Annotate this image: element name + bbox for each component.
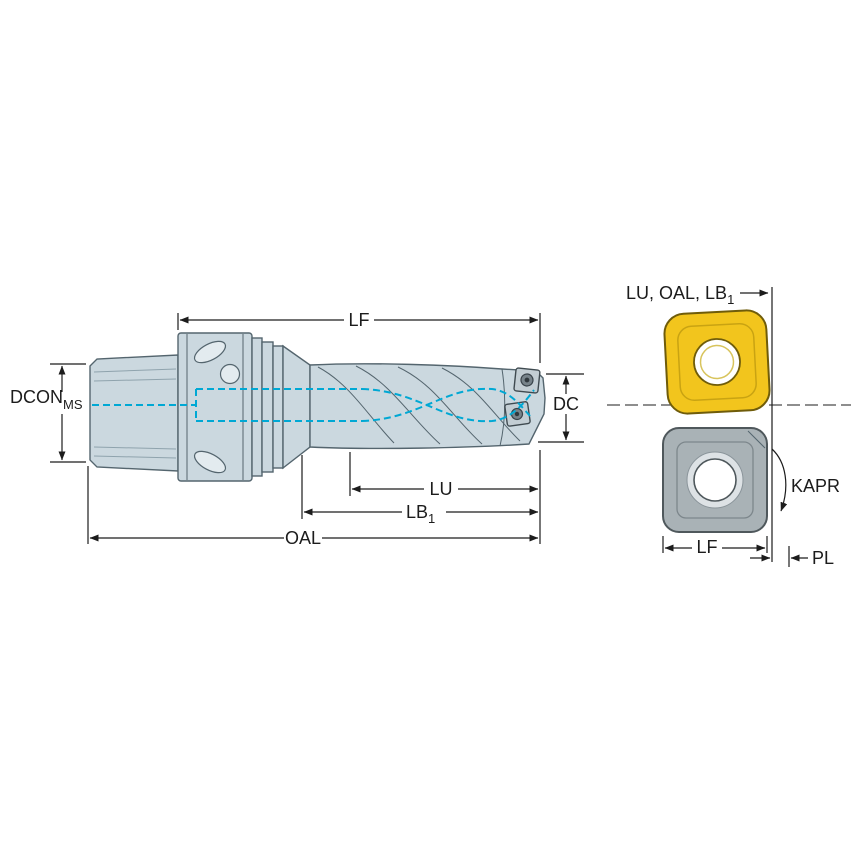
flute-curve-2 [355,365,441,445]
insert-yellow-hole-ring [699,344,735,380]
drill-assembly [89,332,546,482]
insert-gray-hole [693,458,737,502]
insert-gray-corner-chamfer [747,430,766,449]
shank-line-upper [93,378,177,382]
shank-highlight-top [93,368,177,373]
center-insert-screw-center [514,411,520,417]
dim-label-oal: OAL [285,528,321,548]
dim-label-lb1: LB1 [406,502,435,526]
kapr-arc [771,448,788,512]
collar-cone [282,344,311,470]
center-insert [504,401,531,427]
shank [89,354,179,472]
insert-yellow-face-line [677,323,757,401]
dimensions-left: LF DCONMS DC LU LB1 OAL [10,310,584,548]
collar-step-3 [272,345,284,469]
collar-step-1 [251,337,263,477]
dim-label-lf: LF [348,310,369,330]
flute-curve-3 [397,366,483,445]
dim-label-pl: PL [812,548,834,568]
dim-label-dc: DC [553,394,579,414]
flute-curve-1 [317,366,395,444]
shank-line-lower [93,446,177,450]
flute-curve-4 [441,367,521,442]
coolant-channels [92,387,535,423]
peripheral-insert-screw-center [524,377,530,383]
flange-hole [219,363,241,385]
coolant-spiral-2 [361,387,531,422]
insert-ref-label: LU, OAL, LB1 [626,283,734,307]
dim-label-lu: LU [429,479,452,499]
dim-label-lf2: LF [696,537,717,557]
insert-detail-view: LU, OAL, LB1 KAPR LF PL [607,283,851,568]
collar-step-2 [261,341,274,473]
dim-label-kapr: KAPR [791,476,840,496]
insert-yellow [663,309,771,415]
insert-gray-face-line [676,441,754,519]
dim-label-dcon: DCONMS [10,387,83,412]
flange-slot-bottom [193,450,227,474]
insert-gray [662,427,768,533]
peripheral-insert [513,367,541,394]
shank-highlight-bottom [93,455,177,459]
flange-slot-top [193,340,227,364]
